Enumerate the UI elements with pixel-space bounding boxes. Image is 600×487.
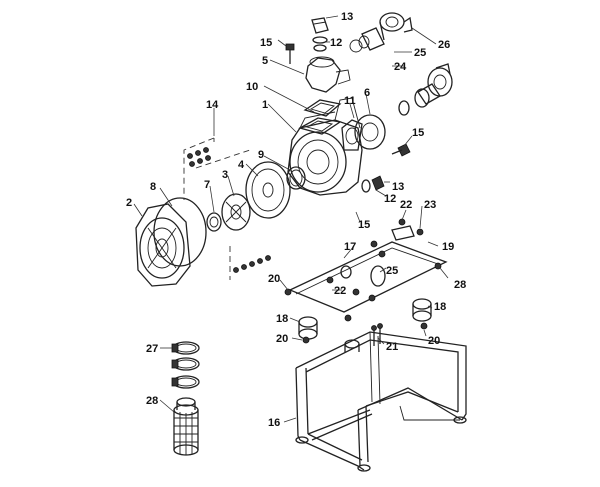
flange — [341, 114, 386, 151]
bolt — [391, 143, 411, 157]
callout-20: 20 — [428, 335, 440, 347]
callout-16: 16 — [268, 417, 280, 429]
bolt-set — [183, 137, 271, 280]
rubber-mount — [298, 316, 318, 340]
callout-28: 28 — [146, 395, 158, 407]
engine-bracket — [135, 203, 191, 287]
callout-6: 6 — [364, 87, 370, 99]
mounting-plate — [284, 218, 448, 322]
callout-25: 25 — [386, 265, 398, 277]
wear-plate — [245, 161, 291, 219]
callout-labels: 13 15 12 25 26 5 24 14 10 1 11 6 15 9 4 … — [126, 11, 466, 429]
callout-23: 23 — [424, 199, 436, 211]
callout-13: 13 — [392, 181, 404, 193]
callout-27: 27 — [146, 343, 158, 355]
callout-14: 14 — [206, 99, 219, 111]
callout-20: 20 — [268, 273, 280, 285]
callout-12: 12 — [384, 193, 396, 205]
tube-frame — [295, 331, 467, 472]
bolt — [371, 323, 383, 346]
callout-12: 12 — [330, 37, 342, 49]
callout-18: 18 — [276, 313, 288, 325]
callout-1: 1 — [262, 99, 268, 111]
callout-22: 22 — [334, 285, 346, 297]
callout-10: 10 — [246, 81, 258, 93]
rubber-mount — [412, 298, 432, 322]
nut — [302, 336, 310, 344]
o-ring — [286, 166, 306, 190]
callout-15: 15 — [260, 37, 272, 49]
callout-28: 28 — [454, 279, 466, 291]
elbow-fitting — [305, 56, 351, 93]
callout-11: 11 — [344, 95, 356, 107]
leader-lines — [133, 15, 449, 423]
fill-cap — [311, 17, 329, 52]
callout-17: 17 — [344, 241, 356, 253]
bolt — [285, 43, 295, 64]
callout-7: 7 — [204, 179, 210, 191]
callout-13: 13 — [341, 11, 353, 23]
callout-22: 22 — [400, 199, 412, 211]
callout-8: 8 — [150, 181, 156, 193]
callout-9: 9 — [258, 149, 264, 161]
callout-19: 19 — [442, 241, 454, 253]
strainer — [173, 397, 199, 456]
callout-5: 5 — [262, 55, 268, 67]
callout-15: 15 — [358, 219, 370, 231]
nut — [420, 322, 428, 330]
hose-clamps — [171, 341, 200, 389]
callout-20: 20 — [276, 333, 288, 345]
callout-26: 26 — [438, 39, 450, 51]
callout-24: 24 — [394, 61, 407, 73]
suction-connector — [398, 63, 453, 116]
callout-4: 4 — [238, 159, 245, 171]
callout-15: 15 — [412, 127, 424, 139]
pump-casing — [287, 97, 363, 196]
drain-plug — [361, 175, 385, 193]
o-ring-inner — [289, 169, 303, 187]
impeller — [221, 193, 251, 231]
callout-21: 21 — [386, 341, 398, 353]
callout-18: 18 — [434, 301, 446, 313]
callout-25: 25 — [414, 47, 426, 59]
mechanical-seal — [206, 212, 222, 232]
discharge-connector — [349, 12, 413, 53]
callout-2: 2 — [126, 197, 132, 209]
gasket-square — [298, 99, 342, 135]
callout-3: 3 — [222, 169, 228, 181]
